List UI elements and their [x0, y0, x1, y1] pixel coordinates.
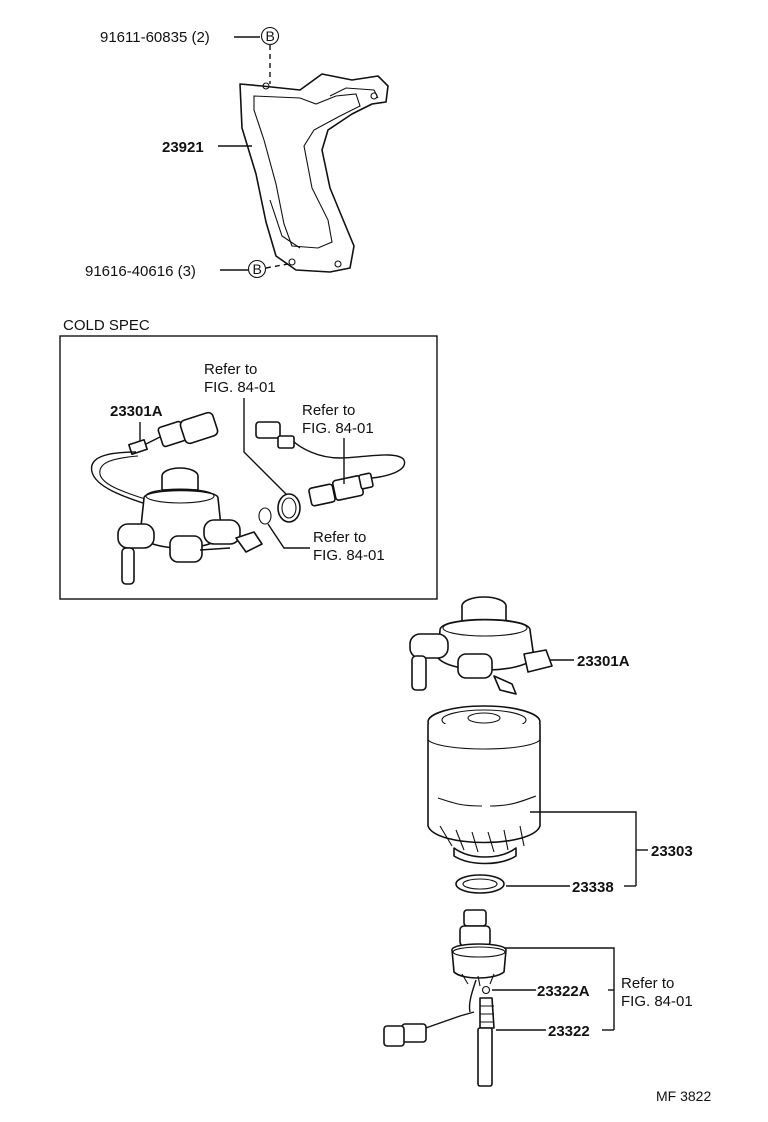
refer-3-line1: Refer to: [313, 529, 366, 546]
inset-refer-1: Refer to FIG. 84-01: [204, 361, 287, 495]
inset-seal-rings: [258, 493, 301, 525]
bolt-top-ref: B: [266, 28, 275, 44]
inset-part-label: 23301A: [110, 403, 163, 420]
cold-spec-box: [59, 335, 438, 600]
sensor-callouts: 23322A 23322 Refer to FIG. 84-01: [492, 947, 693, 1040]
inset-refer-3: Refer to FIG. 84-01: [267, 523, 385, 564]
sensor-ring-label: 23322A: [537, 983, 590, 1000]
inset-filter-head: [117, 467, 263, 585]
filter-head-label: 23301A: [577, 653, 630, 670]
bolt-bottom-ref: B: [253, 261, 262, 277]
filter-label: 23303: [651, 843, 693, 860]
refer-1-line1: Refer to: [204, 361, 257, 378]
bolt-bottom-label: 91616-40616 (3): [85, 263, 196, 280]
gasket-label: 23338: [572, 879, 614, 896]
bracket-label: 23921: [162, 139, 204, 156]
inset-refer-2: Refer to FIG. 84-01: [302, 402, 374, 484]
filter-head-23301a: [409, 596, 553, 695]
filter-callout: 23303: [530, 811, 693, 886]
cold-spec-title: COLD SPEC: [63, 317, 150, 334]
bracket-callout: 23921: [162, 139, 252, 156]
gasket-callout: 23338: [506, 879, 636, 896]
sensor-label: 23322: [548, 1023, 590, 1040]
refer-4-line2: FIG. 84-01: [621, 993, 693, 1010]
refer-2-line1: Refer to: [302, 402, 355, 419]
refer-2-line2: FIG. 84-01: [302, 420, 374, 437]
gasket-23338: [455, 874, 505, 894]
refer-4-line1: Refer to: [621, 975, 674, 992]
inset-connector-left: [90, 411, 219, 505]
bolt-bottom-callout: 91616-40616 (3) B: [85, 259, 289, 280]
filter-head-callout: 23301A: [550, 653, 630, 670]
water-sensor-assembly: [383, 909, 507, 1087]
figure-code: MF 3822: [656, 1088, 711, 1104]
bolt-top-callout: 91611-60835 (2) B: [100, 26, 280, 84]
bracket-23921: [239, 73, 389, 273]
refer-1-line2: FIG. 84-01: [204, 379, 276, 396]
filter-element-23303: [427, 705, 541, 865]
bolt-top-label: 91611-60835 (2): [100, 29, 210, 46]
refer-3-line2: FIG. 84-01: [313, 547, 385, 564]
inset-temp-switch: [255, 421, 406, 507]
